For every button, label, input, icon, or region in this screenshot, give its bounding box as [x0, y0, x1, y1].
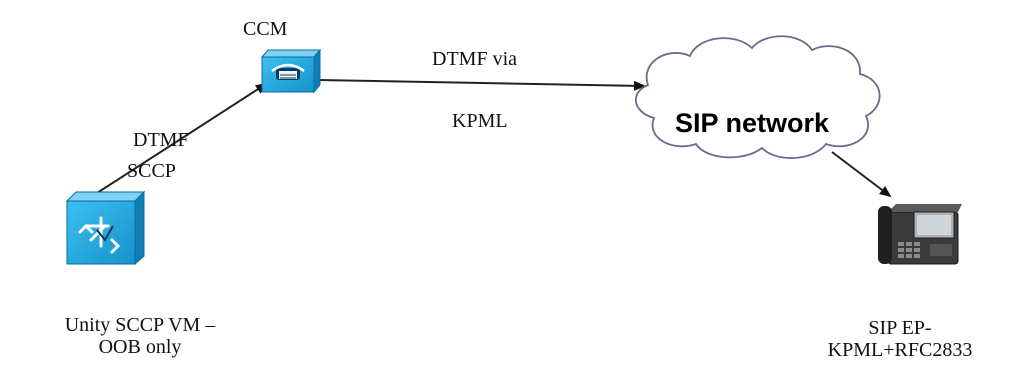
link-label-kpml: KPML	[452, 110, 508, 132]
sip-ep-label-line2: KPML+RFC2833	[827, 339, 973, 361]
sip-ep-label-line1: SIP EP-	[868, 317, 932, 339]
link-label-dtmf-via: DTMF via	[432, 48, 517, 70]
link-ccm-to-sip-network	[317, 79, 646, 91]
cloud-icon: SIP network	[635, 35, 881, 159]
voicemail-server-icon	[65, 190, 146, 266]
call-manager-icon	[260, 48, 322, 94]
unity-label-line1: Unity SCCP VM –	[64, 314, 216, 336]
ccm-label: CCM	[243, 18, 288, 40]
link-sip-network-to-phone	[831, 151, 892, 198]
link-unity-to-ccm	[96, 82, 268, 194]
link-label-sccp: SCCP	[127, 160, 176, 182]
unity-label: Unity SCCP VM – OOB only	[30, 314, 250, 358]
link-label-dtmf: DTMF	[133, 129, 189, 151]
sip-ep-label: SIP EP- KPML+RFC2833	[795, 317, 1005, 361]
cloud-label: SIP network	[675, 108, 830, 138]
unity-label-line2: OOB only	[98, 336, 182, 358]
ip-phone-icon	[878, 204, 962, 265]
